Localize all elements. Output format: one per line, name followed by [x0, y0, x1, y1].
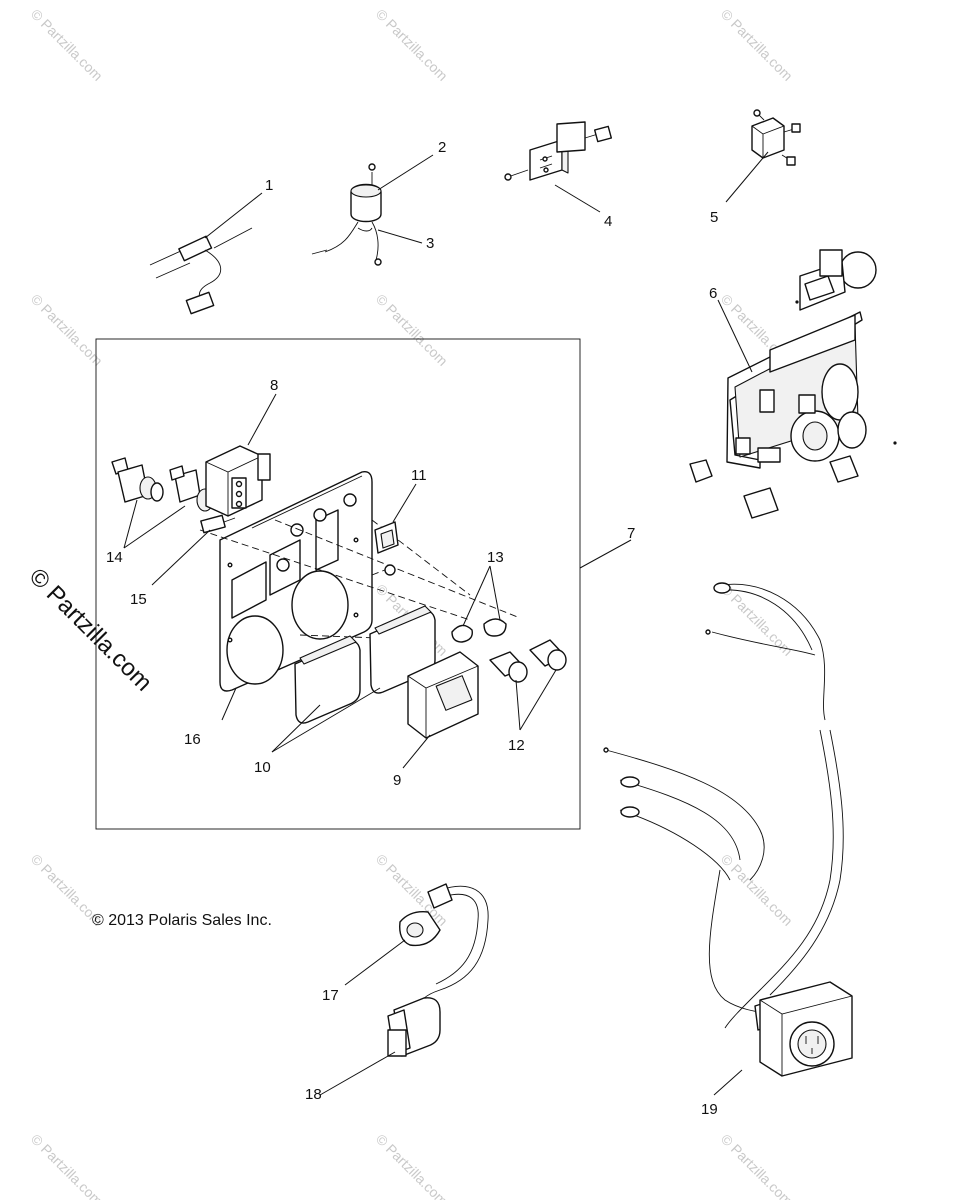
watermark-text: © Partzilla.com: [718, 1131, 796, 1200]
callout-18: 18: [305, 1086, 322, 1103]
part-8-outlet: [205, 445, 271, 517]
callout-14: 14: [106, 549, 123, 566]
callout-16: 16: [184, 731, 201, 748]
callout-3: 3: [426, 235, 434, 252]
watermark-text: © Partzilla.com: [28, 6, 106, 84]
callout-1: 1: [265, 177, 273, 194]
part-1-connector: [149, 227, 253, 315]
copyright-text: © 2013 Polaris Sales Inc.: [92, 912, 272, 929]
callout-6: 6: [709, 285, 717, 302]
callout-8: 8: [270, 377, 278, 394]
callout-15: 15: [130, 591, 147, 608]
callout-4: 4: [604, 213, 612, 230]
part-4-relay: [504, 121, 613, 181]
callout-19: 19: [701, 1101, 718, 1118]
callout-12: 12: [508, 737, 525, 754]
watermark-text: © Partzilla.com: [373, 1131, 451, 1200]
part-small-fastener: [384, 564, 396, 576]
part-13-clips: [451, 618, 507, 643]
watermark-text: © Partzilla.com: [373, 6, 451, 84]
part-17-boot: [399, 883, 489, 1011]
part-10-gauges: [294, 605, 436, 724]
callout-17: 17: [322, 987, 339, 1004]
callout-11: 11: [411, 467, 427, 484]
watermark-text: © Partzilla.com: [373, 291, 451, 369]
assembly-box: [95, 338, 581, 830]
watermark-text: © Partzilla.com: [28, 291, 106, 369]
callout-9: 9: [393, 772, 401, 789]
part-9-hour-meter: [407, 651, 479, 739]
part-19-cord-outlet: [603, 582, 853, 1077]
callout-labels: 1 2 3 4 5 6 7 8 9 10 11 12 13 14 15 16 1…: [106, 139, 718, 1118]
leader-lines: [123, 151, 769, 1096]
callout-7: 7: [627, 525, 635, 542]
part-15-lamp: [200, 514, 236, 534]
part-18-coil: [387, 997, 441, 1057]
callout-5: 5: [710, 209, 718, 226]
callout-13: 13: [487, 549, 504, 566]
part-6-module: [689, 249, 897, 519]
watermark-text: © Partzilla.com: [28, 1131, 106, 1200]
part-11-rocker: [374, 521, 399, 554]
part-5-relay: [751, 109, 801, 166]
watermark-text: © Partzilla.com: [718, 6, 796, 84]
part-12-indicator-lights: [489, 639, 567, 683]
part-14-toggle-switch: [111, 457, 214, 512]
watermark-text: © Partzilla.com: [718, 851, 796, 929]
callout-2: 2: [438, 139, 446, 156]
watermark-text: © Partzilla.com: [718, 581, 796, 659]
watermark-text-large: © Partzilla.com: [24, 563, 157, 696]
callout-10: 10: [254, 759, 271, 776]
part-2-switch: [311, 163, 382, 266]
